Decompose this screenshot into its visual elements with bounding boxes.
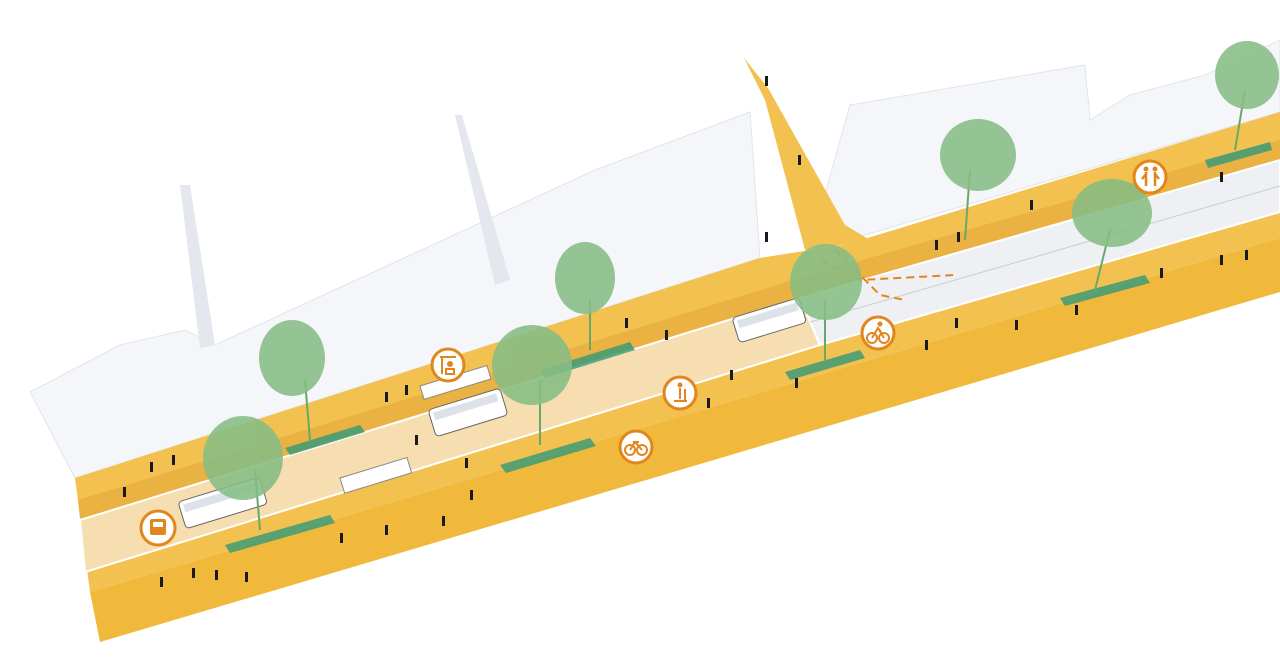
tree-canopies	[203, 41, 1279, 500]
scooter-icon	[662, 375, 698, 411]
bus-icon	[139, 509, 177, 547]
building-left-tower	[455, 115, 510, 285]
building-left	[29, 111, 761, 479]
bus-shelter-1	[339, 456, 413, 494]
building-left-shade	[180, 185, 215, 348]
bicycle-icon	[618, 429, 654, 465]
turn-arrow-2	[834, 249, 906, 301]
pedestrians-icon	[1132, 159, 1168, 195]
side-street	[744, 58, 870, 250]
pedestrians	[123, 76, 1248, 587]
road-centerline	[809, 185, 1280, 323]
cyclist-icon	[860, 315, 896, 351]
bus-2	[428, 388, 508, 437]
bus-stop-shelter-icon	[430, 347, 466, 383]
street-front-face	[90, 238, 1280, 642]
sidewalk-back	[78, 140, 1280, 520]
